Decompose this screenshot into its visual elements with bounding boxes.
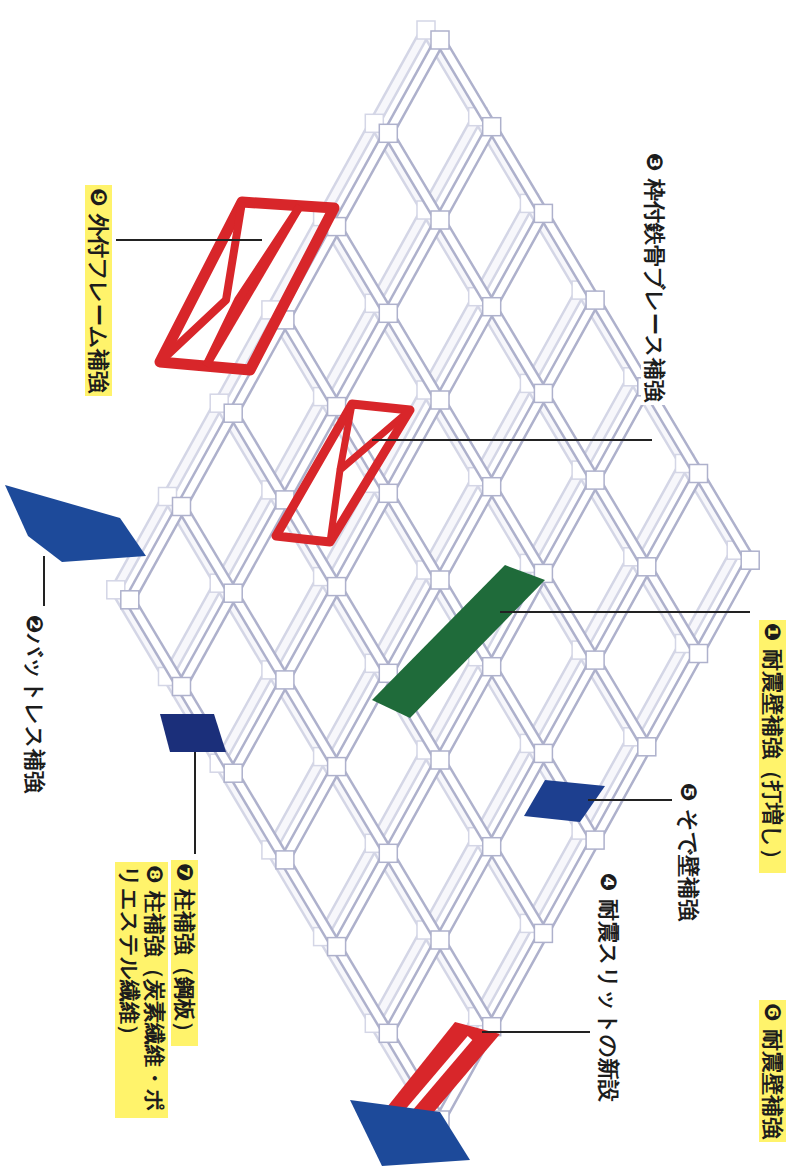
beam (337, 387, 647, 947)
frame-front (121, 31, 759, 1129)
joint (586, 651, 604, 669)
joint (431, 211, 449, 229)
shear-wall-bottom (350, 1100, 470, 1166)
joint (328, 578, 346, 596)
joint (534, 744, 552, 762)
joint (534, 204, 552, 222)
beam (285, 320, 595, 840)
joint (586, 471, 604, 489)
joint (483, 118, 501, 136)
external-frame (160, 202, 334, 370)
beam (285, 320, 595, 840)
joint (638, 558, 656, 576)
beam (182, 507, 492, 1027)
beam (337, 227, 647, 747)
callout-label: ❶ 耐震壁補強（打増し） (759, 620, 786, 873)
beam (182, 507, 492, 1027)
beam (233, 413, 543, 933)
beam (130, 600, 440, 1120)
joint (224, 404, 242, 422)
joint (121, 591, 139, 609)
joint (586, 831, 604, 849)
joint (741, 551, 759, 569)
beam (440, 40, 750, 560)
joint (224, 764, 242, 782)
joint (379, 844, 397, 862)
shear-wall (372, 565, 545, 718)
buttress (5, 485, 146, 562)
joint (483, 658, 501, 676)
beam (388, 474, 698, 1034)
frame-back (107, 21, 745, 1119)
joint (379, 484, 397, 502)
beam (388, 474, 698, 1034)
joint (276, 851, 294, 869)
joint (483, 838, 501, 856)
joint (534, 924, 552, 942)
joint (379, 124, 397, 142)
column-jacket (160, 714, 226, 752)
beam (285, 300, 595, 860)
callout-label: ❼ 柱補強（鋼板） (171, 860, 198, 1046)
callout-label: ❷バットレス補強 (21, 612, 48, 796)
joint (483, 478, 501, 496)
joint (276, 671, 294, 689)
callout-label: ❹ 耐震スリットの新設 (595, 870, 622, 1105)
beam (337, 227, 647, 747)
steel-brace (276, 404, 410, 542)
callout-label: ❾ 外付フレーム補強 (85, 185, 112, 396)
joint (431, 931, 449, 949)
joint (328, 758, 346, 776)
joint (328, 938, 346, 956)
joint (224, 584, 242, 602)
joint (483, 298, 501, 316)
beam (130, 40, 440, 600)
joint (431, 751, 449, 769)
callout-label: ❻ 耐震壁補強 (759, 1000, 786, 1142)
joint (431, 31, 449, 49)
beam (337, 387, 647, 947)
beam (426, 30, 736, 550)
joint (586, 291, 604, 309)
joint (173, 498, 191, 516)
beam (426, 30, 736, 550)
joint (431, 391, 449, 409)
joint (379, 304, 397, 322)
joint (173, 678, 191, 696)
joint (534, 384, 552, 402)
beam (388, 133, 698, 653)
callout-label: ❺ そで壁補強 (675, 780, 702, 924)
beam (130, 40, 440, 600)
beam (285, 300, 595, 860)
callout-label: ❽ 柱補強（炭素繊維・ポリエステル繊維） (115, 862, 168, 1118)
joint (638, 738, 656, 756)
callout-label: ❸ 枠付鉄骨ブレース補強 (641, 150, 668, 405)
joint (379, 1024, 397, 1042)
beam (233, 413, 543, 933)
beam (388, 133, 698, 653)
beam (440, 40, 750, 560)
beam (130, 600, 440, 1120)
joint (690, 645, 708, 663)
joint (431, 571, 449, 589)
joint (690, 465, 708, 483)
